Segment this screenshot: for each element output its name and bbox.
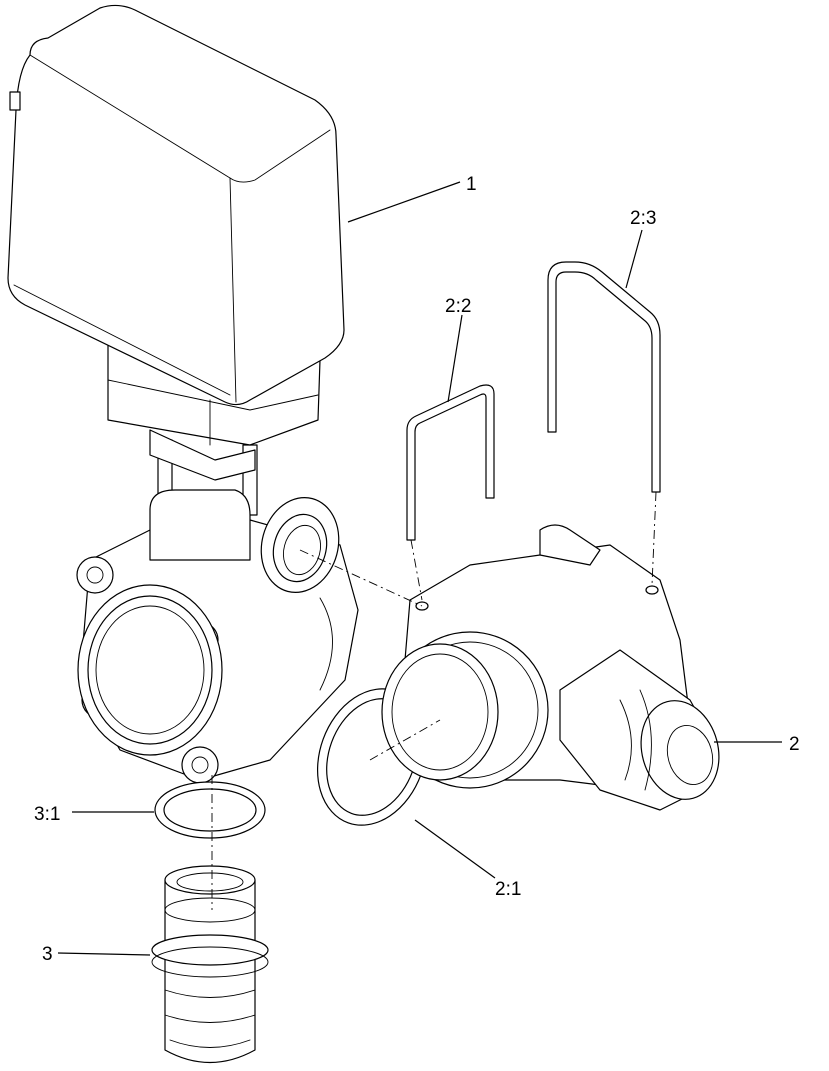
callout-3-1: 3:1 — [34, 804, 60, 825]
leader-lines — [57, 181, 782, 956]
part-clip-2-2 — [406, 384, 495, 541]
callout-2: 2 — [789, 734, 800, 755]
callout-2-1: 2:1 — [495, 879, 521, 900]
centerlines — [211, 491, 657, 910]
callout-1: 1 — [466, 174, 477, 195]
callout-labels: 1 2 2:1 2:2 2:3 3 3:1 — [34, 174, 800, 965]
part-o-ring-3-1 — [154, 781, 266, 839]
callout-3: 3 — [42, 944, 53, 965]
part-actuator — [7, 4, 345, 541]
callout-2-3: 2:3 — [630, 208, 656, 229]
part-valve-body — [76, 489, 359, 784]
part-clip-2-3 — [547, 261, 661, 493]
callout-2-2: 2:2 — [445, 296, 471, 317]
part-hose-fitting — [151, 865, 269, 1064]
part-ball-valve — [381, 524, 720, 811]
